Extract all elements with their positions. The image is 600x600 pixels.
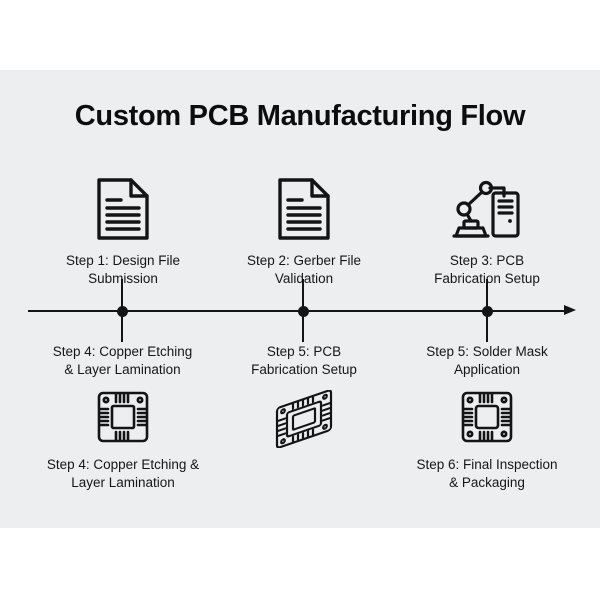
timeline-node-stem-down-2 [301, 310, 305, 342]
timeline-item-label: Step 1: Design File Submission [65, 253, 181, 286]
infographic-card-background [0, 70, 600, 528]
timeline-node-stem-up-3 [485, 279, 489, 311]
timeline-item-label: Step 4: Copper Etching & Layer Laminatio… [52, 344, 193, 377]
timeline-node-stem-up-2 [301, 279, 305, 311]
document-file-icon [32, 176, 214, 242]
timeline-item-label: Step 4: Copper Etching & Layer Laminatio… [46, 457, 200, 490]
timeline-item-step-5-label[interactable]: Step 5: PCB Fabrication Setup [213, 343, 395, 379]
microchip-icon [18, 390, 228, 444]
document-file-icon [213, 176, 395, 242]
page-title: Custom PCB Manufacturing Flow [74, 100, 526, 132]
timeline-item-label: Step 6: Final Inspection & Packaging [416, 457, 558, 490]
timeline-node-stem-down-3 [485, 310, 489, 342]
microchip-icon [382, 390, 592, 444]
timeline-node-stem-up-1 [120, 279, 124, 311]
robot-arm-machine-icon [396, 176, 578, 242]
timeline-item-label: Step 3: PCB Fabrication Setup [434, 253, 540, 286]
timeline-item-step-4-label[interactable]: Step 4: Copper Etching & Layer Laminatio… [20, 343, 225, 379]
timeline-item-label: Step 5: PCB Fabrication Setup [251, 344, 357, 377]
timeline-item-step-2[interactable]: Step 2: Gerber File Validation [213, 176, 395, 288]
timeline-item-step-5b-label[interactable]: Step 5: Solder Mask Application [389, 343, 585, 379]
timeline-item-label: Step 2: Gerber File Validation [246, 253, 362, 286]
timeline-item-step-6[interactable]: Step 6: Final Inspection & Packaging [382, 390, 592, 492]
timeline-item-step-1[interactable]: Step 1: Design File Submission [32, 176, 214, 288]
timeline-item-step-4[interactable]: Step 4: Copper Etching & Layer Laminatio… [18, 390, 228, 492]
timeline-item-pcb-board[interactable] [240, 390, 368, 460]
timeline-item-step-3[interactable]: Step 3: PCB Fabrication Setup [396, 176, 578, 288]
timeline-arrow-icon [564, 305, 576, 315]
isometric-pcb-chip-icon [240, 390, 368, 448]
timeline-node-stem-down-1 [120, 310, 124, 342]
timeline-item-label: Step 5: Solder Mask Application [426, 344, 548, 377]
